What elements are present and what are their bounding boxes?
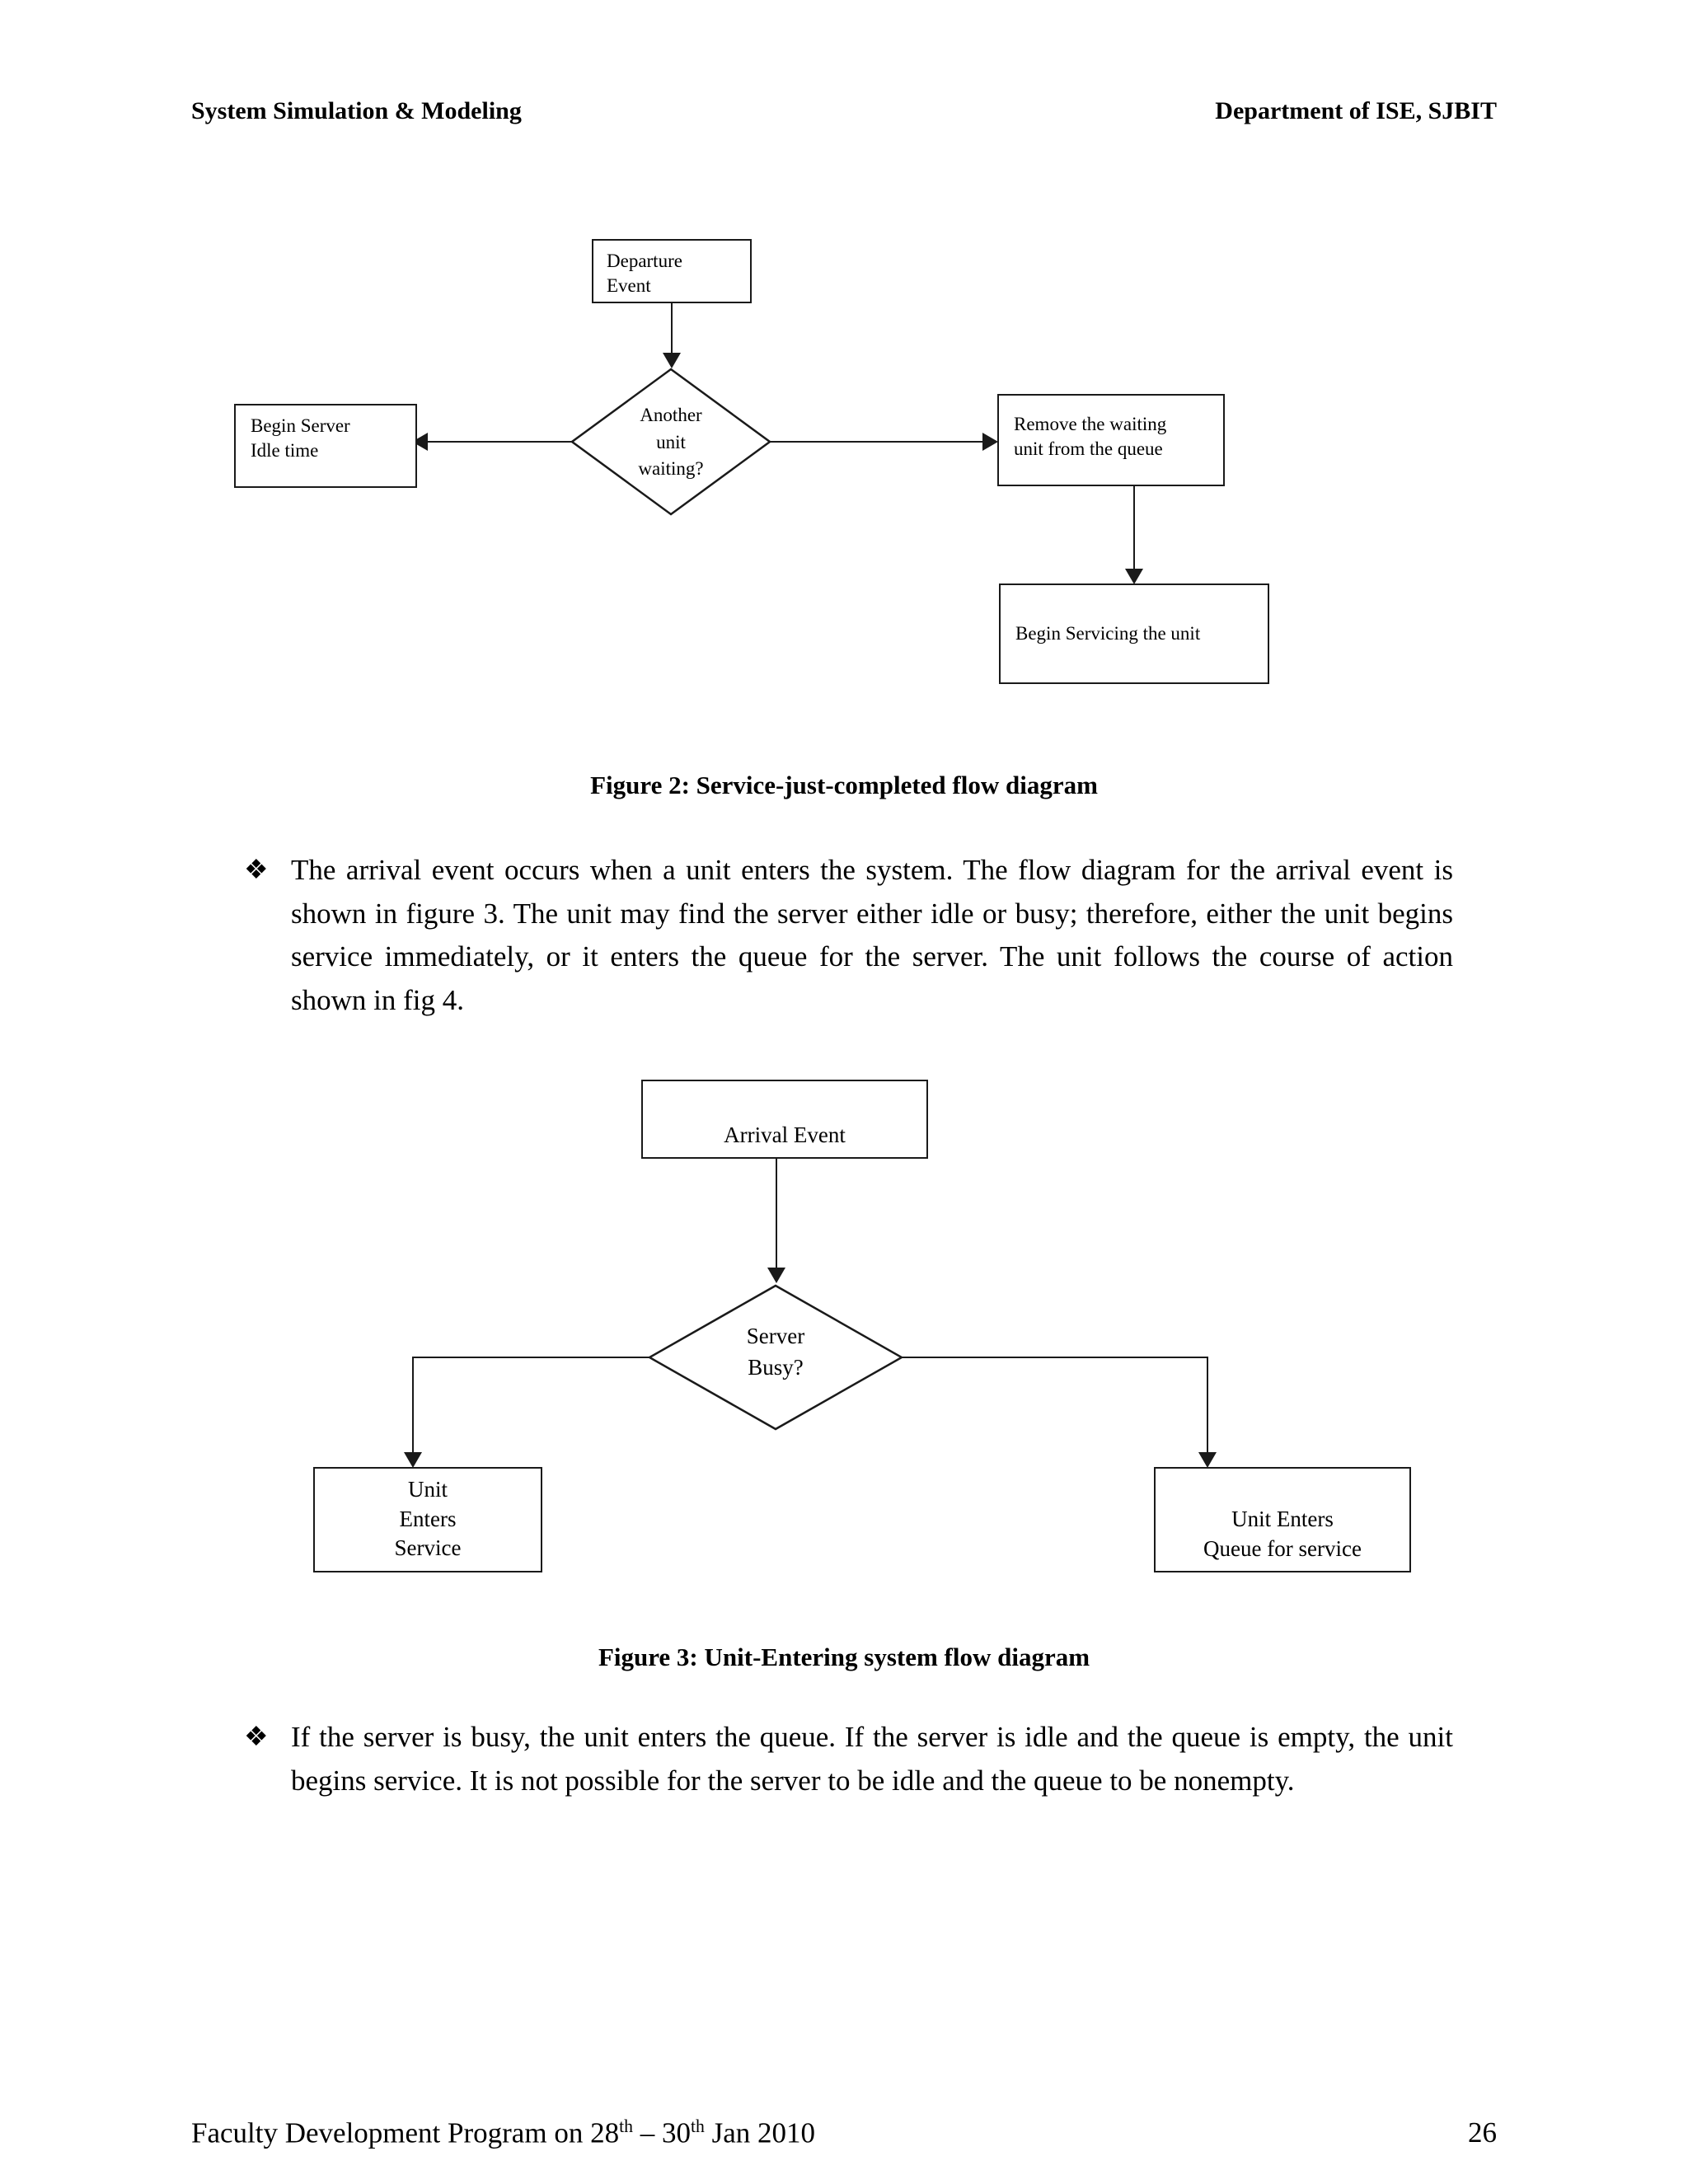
footer-mid: – 30 <box>632 2116 691 2149</box>
arrowhead-down-to-server-busy <box>767 1268 785 1283</box>
edge-arrival-to-decision <box>776 1159 777 1272</box>
footer-sup-2: th <box>690 2116 705 2136</box>
edge-decision-to-remove <box>770 441 991 443</box>
node-begin-servicing-unit: Begin Servicing the unit <box>999 583 1269 684</box>
edge-decision-right-horizontal <box>902 1357 1208 1358</box>
bullet-diamond-icon: ❖ <box>244 855 269 885</box>
running-head-right: Department of ISE, SJBIT <box>1215 97 1497 124</box>
node-departure-event-label: Departure Event <box>607 251 682 297</box>
running-head-left: System Simulation & Modeling <box>191 97 522 124</box>
diamond-shape-icon <box>570 368 771 516</box>
edge-decision-left-horizontal <box>412 1357 649 1358</box>
node-another-unit-waiting-label: Another unit waiting? <box>638 405 704 480</box>
bullet-paragraph-1: ❖ The arrival event occurs when a unit e… <box>244 849 1453 1022</box>
edge-decision-left-vertical <box>412 1357 414 1459</box>
diamond-shape-icon <box>648 1284 903 1431</box>
node-departure-event: Departure Event <box>592 239 752 303</box>
node-begin-server-idle-time-label: Begin Server Idle time <box>251 415 350 462</box>
arrowhead-down-to-unit-enters-queue <box>1198 1452 1217 1468</box>
node-unit-enters-queue: Unit Enters Queue for service <box>1154 1467 1411 1572</box>
node-remove-waiting-unit-label: Remove the waiting unit from the queue <box>1014 414 1167 460</box>
figure-2-caption: Figure 2: Service-just-completed flow di… <box>590 771 1098 799</box>
figure-2-diagram: Departure Event Another unit waiting? Be… <box>0 0 1688 725</box>
edge-departure-to-decision <box>671 303 673 358</box>
arrowhead-right-to-remove <box>982 433 998 451</box>
arrowhead-down-to-unit-enters-service <box>404 1452 422 1468</box>
node-arrival-event: Arrival Event <box>641 1080 928 1159</box>
node-unit-enters-service-label: Unit Enters Service <box>394 1477 462 1561</box>
footer-post: Jan 2010 <box>704 2116 815 2149</box>
running-head: System Simulation & Modeling Department … <box>191 97 1497 125</box>
arrowhead-down-to-decision <box>663 353 681 368</box>
footer-sup-1: th <box>619 2116 633 2136</box>
node-unit-enters-service: Unit Enters Service <box>313 1467 542 1572</box>
footer-program-text: Faculty Development Program on 28th – 30… <box>191 2116 815 2150</box>
page-number: 26 <box>1468 2116 1497 2149</box>
page-footer: Faculty Development Program on 28th – 30… <box>191 2085 1497 2184</box>
figure-3-diagram: Arrival Event Server Busy? Unit Enters S… <box>313 1080 1411 1572</box>
edge-remove-to-servicing <box>1133 486 1135 574</box>
bullet-paragraph-1-text: The arrival event occurs when a unit ent… <box>291 854 1453 1016</box>
edge-decision-right-vertical <box>1207 1357 1208 1459</box>
footer-pre: Faculty Development Program on 28 <box>191 2116 620 2149</box>
node-another-unit-waiting: Another unit waiting? <box>570 368 771 516</box>
node-unit-enters-queue-label: Unit Enters Queue for service <box>1203 1507 1362 1561</box>
node-server-busy-label: Server Busy? <box>746 1324 805 1380</box>
bullet-paragraph-2-text: If the server is busy, the unit enters t… <box>291 1721 1453 1797</box>
node-begin-servicing-unit-label: Begin Servicing the unit <box>1015 623 1201 644</box>
edge-decision-to-idle <box>417 441 574 443</box>
arrowhead-down-to-servicing <box>1125 569 1143 584</box>
node-begin-server-idle-time: Begin Server Idle time <box>234 404 417 488</box>
figure-3-caption: Figure 3: Unit-Entering system flow diag… <box>598 1643 1090 1671</box>
node-remove-waiting-unit: Remove the waiting unit from the queue <box>997 394 1225 486</box>
node-server-busy: Server Busy? <box>648 1284 903 1431</box>
node-arrival-event-label: Arrival Event <box>724 1122 846 1147</box>
bullet-paragraph-2: ❖ If the server is busy, the unit enters… <box>244 1716 1453 1802</box>
bullet-diamond-icon: ❖ <box>244 1722 269 1752</box>
